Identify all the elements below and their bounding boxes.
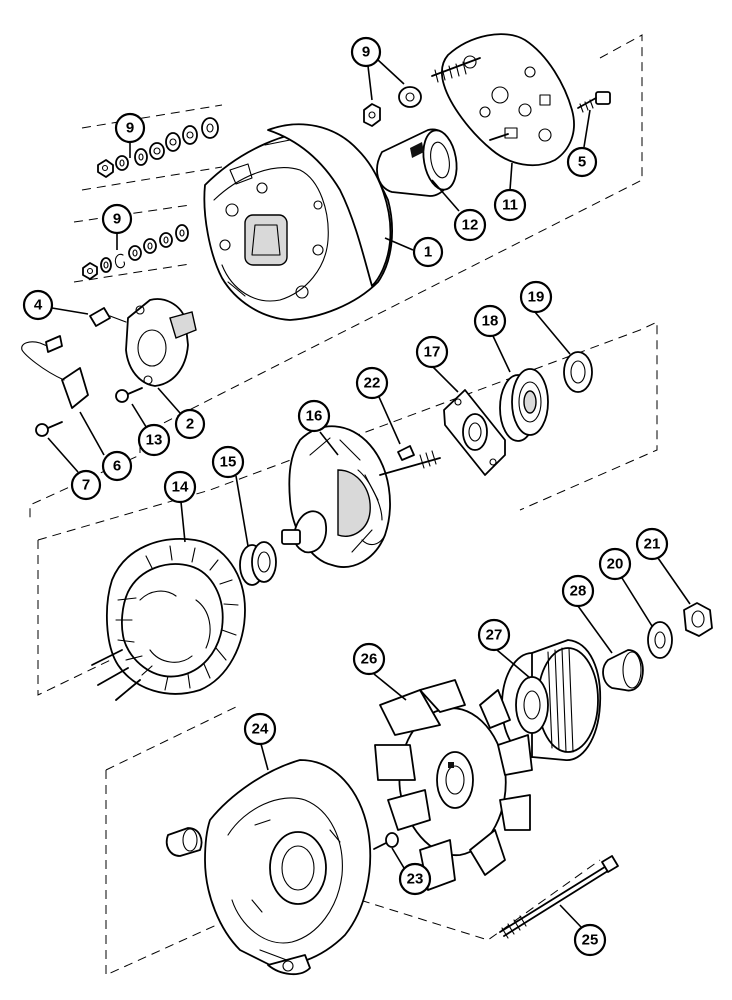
callout-6: 6 bbox=[101, 450, 133, 482]
nut-21 bbox=[683, 602, 713, 637]
callout-13: 13 bbox=[137, 423, 171, 457]
screw-13 bbox=[115, 387, 143, 403]
callout-25: 25 bbox=[573, 923, 607, 957]
callout-21: 21 bbox=[635, 527, 669, 561]
callout-26: 26 bbox=[352, 642, 386, 676]
callout-9-left-top: 9 bbox=[114, 112, 146, 144]
callout-16: 16 bbox=[297, 399, 331, 433]
fan bbox=[374, 679, 533, 891]
screw-23 bbox=[373, 832, 399, 850]
screw-5 bbox=[577, 91, 611, 113]
callout-9-upper-right: 9 bbox=[350, 36, 382, 68]
stator bbox=[91, 538, 246, 701]
condenser bbox=[21, 335, 89, 409]
callout-22: 22 bbox=[355, 366, 389, 400]
svg-text:4: 4 bbox=[34, 297, 43, 314]
svg-text:25: 25 bbox=[582, 932, 599, 949]
callout-27: 27 bbox=[477, 618, 511, 652]
svg-text:9: 9 bbox=[113, 211, 121, 228]
callout-5: 5 bbox=[566, 146, 598, 178]
washer-20 bbox=[647, 621, 673, 659]
svg-text:2: 2 bbox=[186, 416, 194, 433]
callout-12: 12 bbox=[453, 208, 487, 242]
svg-text:28: 28 bbox=[570, 583, 587, 600]
svg-text:13: 13 bbox=[146, 432, 163, 449]
svg-text:23: 23 bbox=[407, 871, 424, 888]
retainer-plate bbox=[443, 389, 506, 476]
svg-text:19: 19 bbox=[528, 289, 545, 306]
through-bolt bbox=[499, 855, 619, 939]
callout-15: 15 bbox=[211, 445, 245, 479]
brush bbox=[89, 307, 127, 327]
callout-1: 1 bbox=[412, 236, 444, 268]
svg-text:22: 22 bbox=[364, 375, 381, 392]
front-housing bbox=[203, 123, 393, 321]
callout-2: 2 bbox=[174, 408, 206, 440]
callout-11: 11 bbox=[493, 188, 527, 222]
rear-bearing bbox=[239, 541, 277, 586]
spacer-sleeve bbox=[602, 649, 644, 692]
leader-lines bbox=[47, 59, 691, 929]
callout-28: 28 bbox=[561, 574, 595, 608]
callout-24: 24 bbox=[243, 712, 277, 746]
svg-text:9: 9 bbox=[126, 120, 134, 137]
rear-housing bbox=[204, 759, 372, 975]
rectifier-plate bbox=[431, 33, 575, 167]
callout-18: 18 bbox=[473, 304, 507, 338]
brush-holder bbox=[125, 298, 197, 387]
svg-text:27: 27 bbox=[486, 627, 503, 644]
svg-text:11: 11 bbox=[502, 197, 518, 214]
svg-text:18: 18 bbox=[482, 313, 499, 330]
washer-stack-b bbox=[82, 224, 189, 280]
woodruff-key bbox=[397, 445, 415, 461]
bushing bbox=[376, 128, 458, 197]
svg-text:21: 21 bbox=[644, 536, 661, 553]
callout-7: 7 bbox=[70, 469, 102, 501]
callout-4: 4 bbox=[22, 289, 54, 321]
rear-bushing bbox=[165, 827, 203, 857]
callout-17: 17 bbox=[415, 335, 449, 369]
svg-text:26: 26 bbox=[361, 651, 378, 668]
svg-text:6: 6 bbox=[113, 458, 121, 475]
callout-14: 14 bbox=[163, 470, 197, 504]
pulley bbox=[501, 639, 602, 761]
bearing bbox=[499, 368, 549, 442]
screw-7 bbox=[35, 421, 63, 437]
callout-9-left-bottom: 9 bbox=[101, 203, 133, 235]
washer-stack-a bbox=[97, 117, 219, 178]
callout-20: 20 bbox=[598, 547, 632, 581]
svg-text:9: 9 bbox=[362, 44, 370, 61]
callout-23: 23 bbox=[398, 862, 432, 896]
svg-text:16: 16 bbox=[306, 408, 323, 425]
svg-text:20: 20 bbox=[607, 556, 624, 573]
svg-text:7: 7 bbox=[82, 477, 90, 494]
seal-ring bbox=[563, 351, 593, 393]
svg-text:17: 17 bbox=[424, 344, 441, 361]
svg-text:15: 15 bbox=[220, 454, 237, 471]
svg-text:1: 1 bbox=[424, 244, 432, 261]
svg-text:14: 14 bbox=[172, 479, 189, 496]
svg-text:24: 24 bbox=[252, 721, 269, 738]
svg-text:12: 12 bbox=[462, 217, 479, 234]
rotor bbox=[281, 425, 441, 568]
svg-text:5: 5 bbox=[578, 154, 586, 171]
callout-19: 19 bbox=[519, 280, 553, 314]
nut-washer-set-upper bbox=[363, 86, 422, 127]
